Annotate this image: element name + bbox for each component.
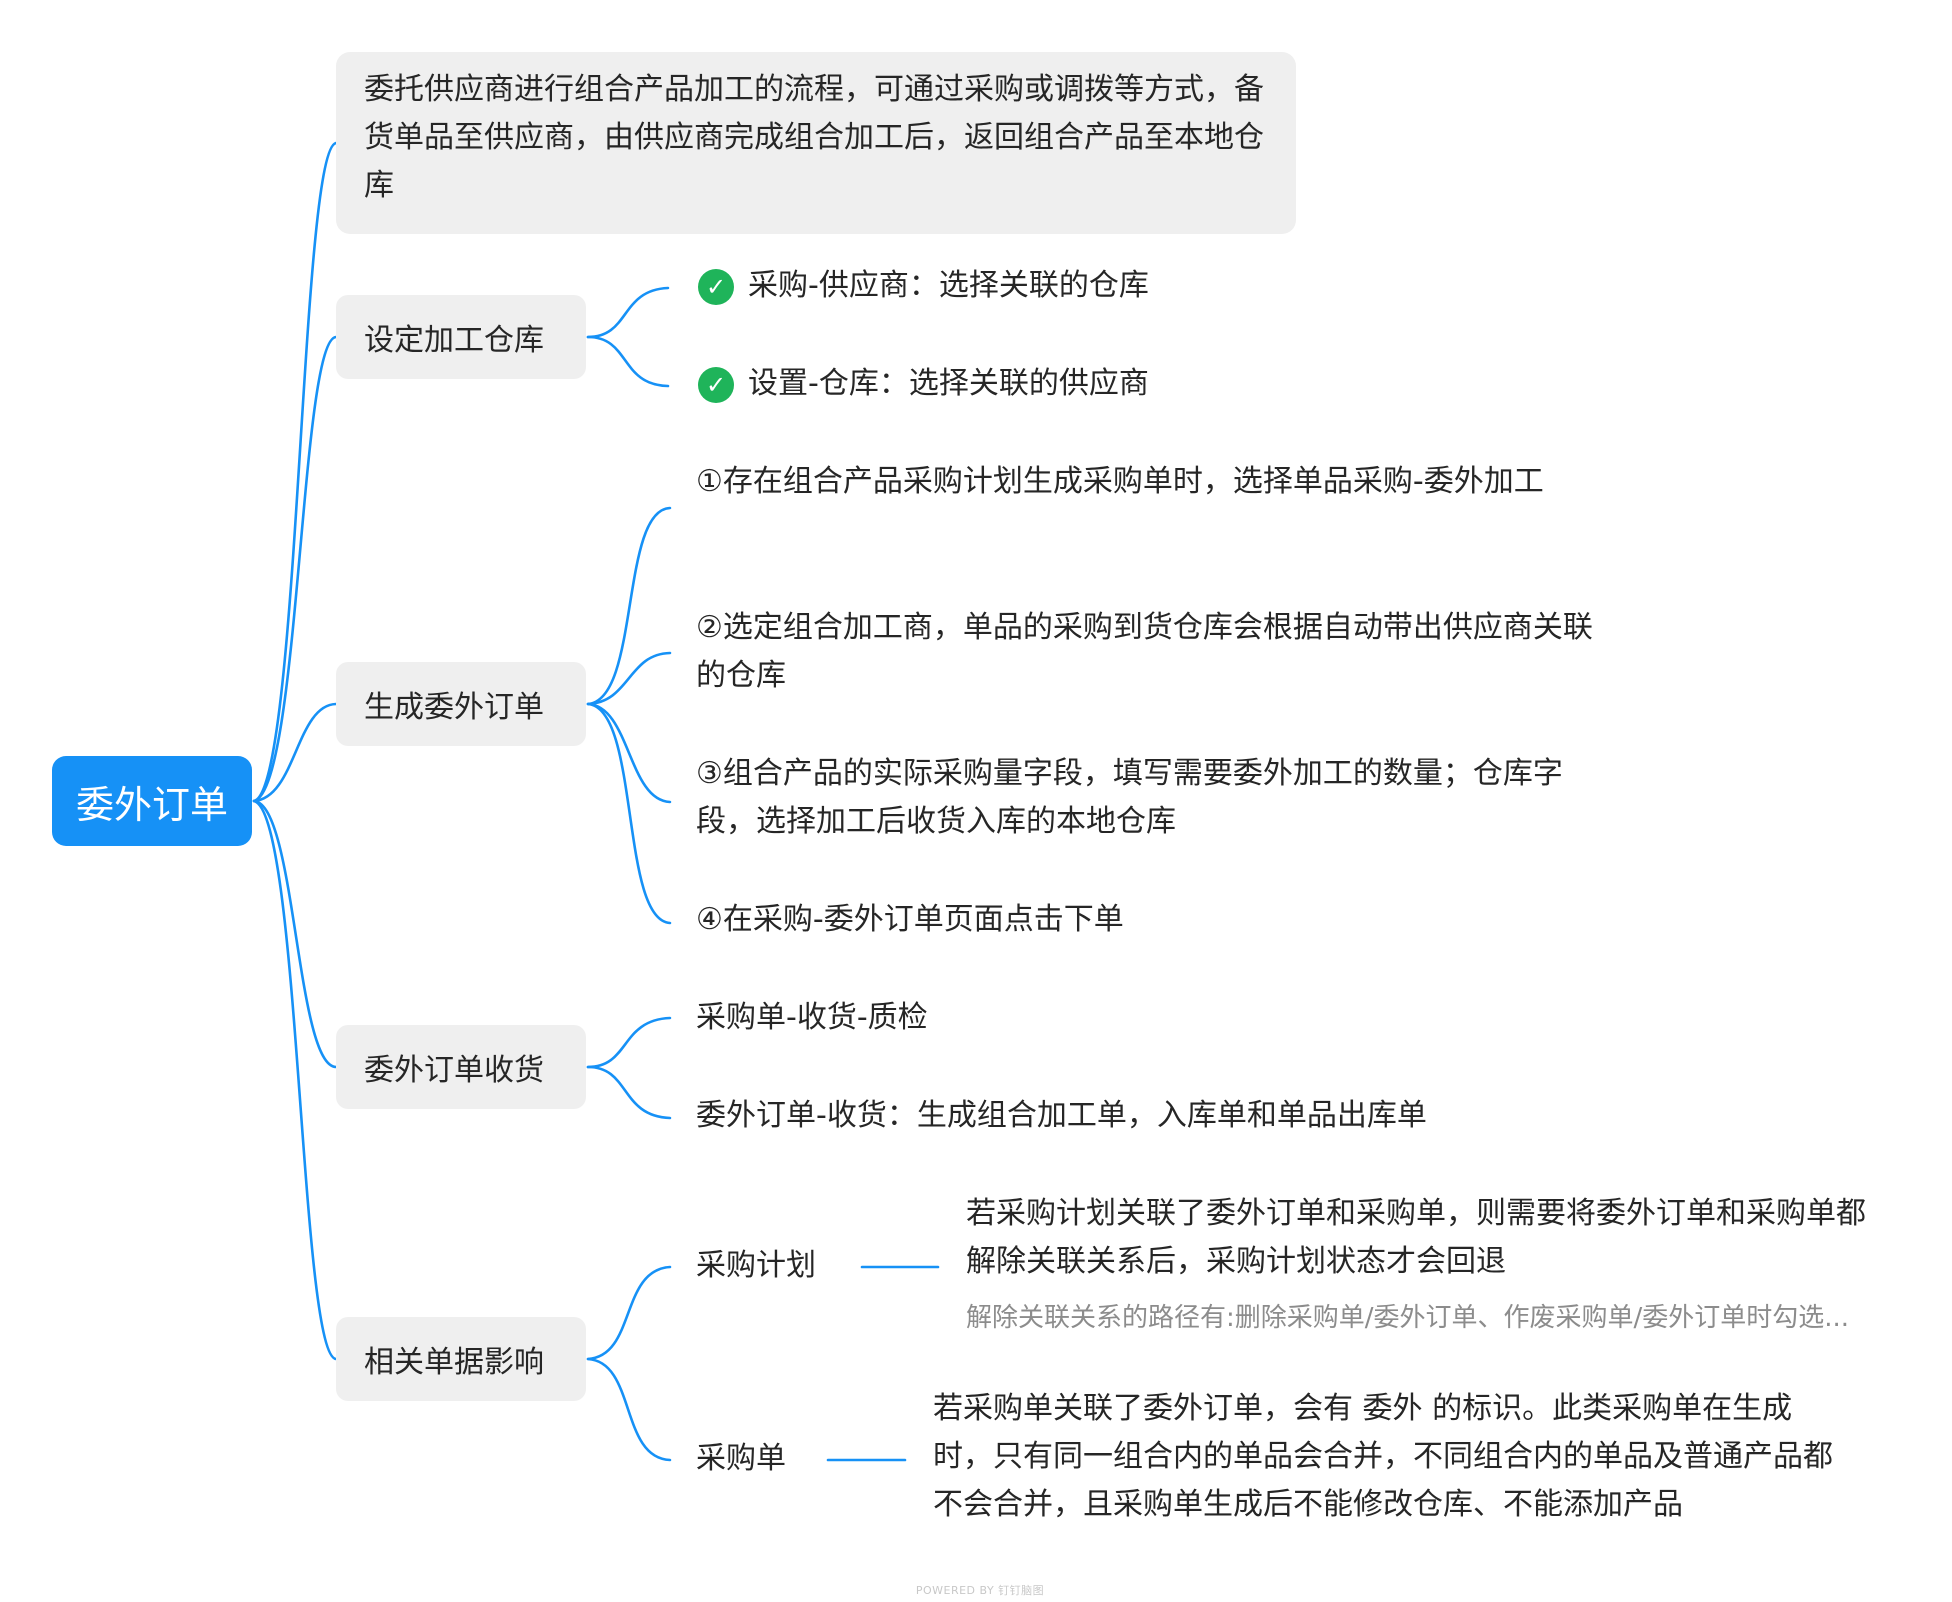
receive-item-2-text: 委外订单-收货：生成组合加工单，入库单和单品出库单 xyxy=(696,1098,1427,1133)
purchase-plan-note-text: 解除关联关系的路径有:删除采购单/委外订单、作废采购单/委外订单时勾选... xyxy=(966,1303,1850,1333)
link-root-receive xyxy=(252,799,338,1069)
link-related-docs-plan xyxy=(586,1265,672,1361)
link-generate-order-item-1 xyxy=(586,506,672,706)
generate-order-item-2[interactable]: ②选定组合加工商，单品的采购到货仓库会根据自动带出供应商关联的仓库 xyxy=(696,604,1596,700)
branch-set-warehouse-label: 设定加工仓库 xyxy=(364,323,544,358)
link-generate-order-item-2 xyxy=(586,651,672,706)
link-root-set-warehouse xyxy=(252,335,338,803)
generate-order-item-2-text: ②选定组合加工商，单品的采购到货仓库会根据自动带出供应商关联的仓库 xyxy=(696,610,1593,693)
link-root-description xyxy=(252,141,338,803)
generate-order-item-4[interactable]: ④在采购-委外订单页面点击下单 xyxy=(696,896,1124,944)
generate-order-item-1[interactable]: ①存在组合产品采购计划生成采购单时，选择单品采购-委外加工 xyxy=(696,458,1544,506)
purchase-plan-detail-text: 若采购计划关联了委外订单和采购单，则需要将委外订单和采购单都解除关联关系后，采购… xyxy=(966,1196,1866,1279)
link-root-generate-order xyxy=(252,702,338,803)
purchase-plan-label: 采购计划 xyxy=(696,1248,816,1283)
description-text: 委托供应商进行组合产品加工的流程，可通过采购或调拨等方式，备货单品至供应商，由供… xyxy=(364,72,1264,203)
link-generate-order-item-4 xyxy=(586,702,672,925)
link-related-docs-order xyxy=(586,1357,672,1462)
link-receive-item-2 xyxy=(586,1065,672,1120)
link-receive-item-1 xyxy=(586,1016,672,1069)
link-generate-order-item-3 xyxy=(586,702,672,804)
generate-order-item-3[interactable]: ③组合产品的实际采购量字段，填写需要委外加工的数量；仓库字段，选择加工后收货入库… xyxy=(696,750,1596,846)
branch-set-warehouse[interactable]: 设定加工仓库 xyxy=(336,295,586,379)
check-circle-icon: ✓ xyxy=(698,268,734,305)
branch-receive-label: 委外订单收货 xyxy=(364,1053,544,1088)
set-warehouse-item-2-text: 设置-仓库：选择关联的供应商 xyxy=(748,366,1149,401)
receive-item-1[interactable]: 采购单-收货-质检 xyxy=(696,994,928,1042)
branch-related-docs-label: 相关单据影响 xyxy=(364,1345,544,1380)
purchase-plan-detail[interactable]: 若采购计划关联了委外订单和采购单，则需要将委外订单和采购单都解除关联关系后，采购… xyxy=(966,1190,1876,1286)
branch-receive[interactable]: 委外订单收货 xyxy=(336,1025,586,1109)
set-warehouse-item-2[interactable]: ✓ 设置-仓库：选择关联的供应商 xyxy=(698,360,1149,408)
receive-item-1-text: 采购单-收货-质检 xyxy=(696,1000,928,1035)
check-circle-icon: ✓ xyxy=(698,366,734,403)
link-root-related-docs xyxy=(252,799,338,1361)
description-node[interactable]: 委托供应商进行组合产品加工的流程，可通过采购或调拨等方式，备货单品至供应商，由供… xyxy=(336,52,1296,234)
branch-generate-order-label: 生成委外订单 xyxy=(364,690,544,725)
set-warehouse-item-1-text: 采购-供应商：选择关联的仓库 xyxy=(748,268,1149,303)
link-set-warehouse-item-2 xyxy=(586,335,670,388)
purchase-plan-note: 解除关联关系的路径有:删除采购单/委外订单、作废采购单/委外订单时勾选... xyxy=(966,1298,1849,1338)
branch-generate-order[interactable]: 生成委外订单 xyxy=(336,662,586,746)
purchase-order-label: 采购单 xyxy=(696,1441,786,1476)
root-node[interactable]: 委外订单 xyxy=(52,756,252,846)
branch-related-docs[interactable]: 相关单据影响 xyxy=(336,1317,586,1401)
set-warehouse-item-1[interactable]: ✓ 采购-供应商：选择关联的仓库 xyxy=(698,262,1149,310)
generate-order-item-1-text: ①存在组合产品采购计划生成采购单时，选择单品采购-委外加工 xyxy=(696,464,1544,499)
purchase-order-detail[interactable]: 若采购单关联了委外订单，会有 委外 的标识。此类采购单在生成时，只有同一组合内的… xyxy=(933,1385,1843,1529)
related-docs-purchase-order[interactable]: 采购单 xyxy=(696,1435,786,1483)
receive-item-2[interactable]: 委外订单-收货：生成组合加工单，入库单和单品出库单 xyxy=(696,1092,1427,1140)
generate-order-item-3-text: ③组合产品的实际采购量字段，填写需要委外加工的数量；仓库字段，选择加工后收货入库… xyxy=(696,756,1563,839)
root-label: 委外订单 xyxy=(75,782,228,827)
generate-order-item-4-text: ④在采购-委外订单页面点击下单 xyxy=(696,902,1124,937)
link-set-warehouse-item-1 xyxy=(586,286,670,339)
related-docs-purchase-plan[interactable]: 采购计划 xyxy=(696,1242,816,1290)
purchase-order-detail-text: 若采购单关联了委外订单，会有 委外 的标识。此类采购单在生成时，只有同一组合内的… xyxy=(933,1391,1833,1522)
powered-by-footer: POWERED BY 钉钉脑图 xyxy=(915,1584,1045,1597)
